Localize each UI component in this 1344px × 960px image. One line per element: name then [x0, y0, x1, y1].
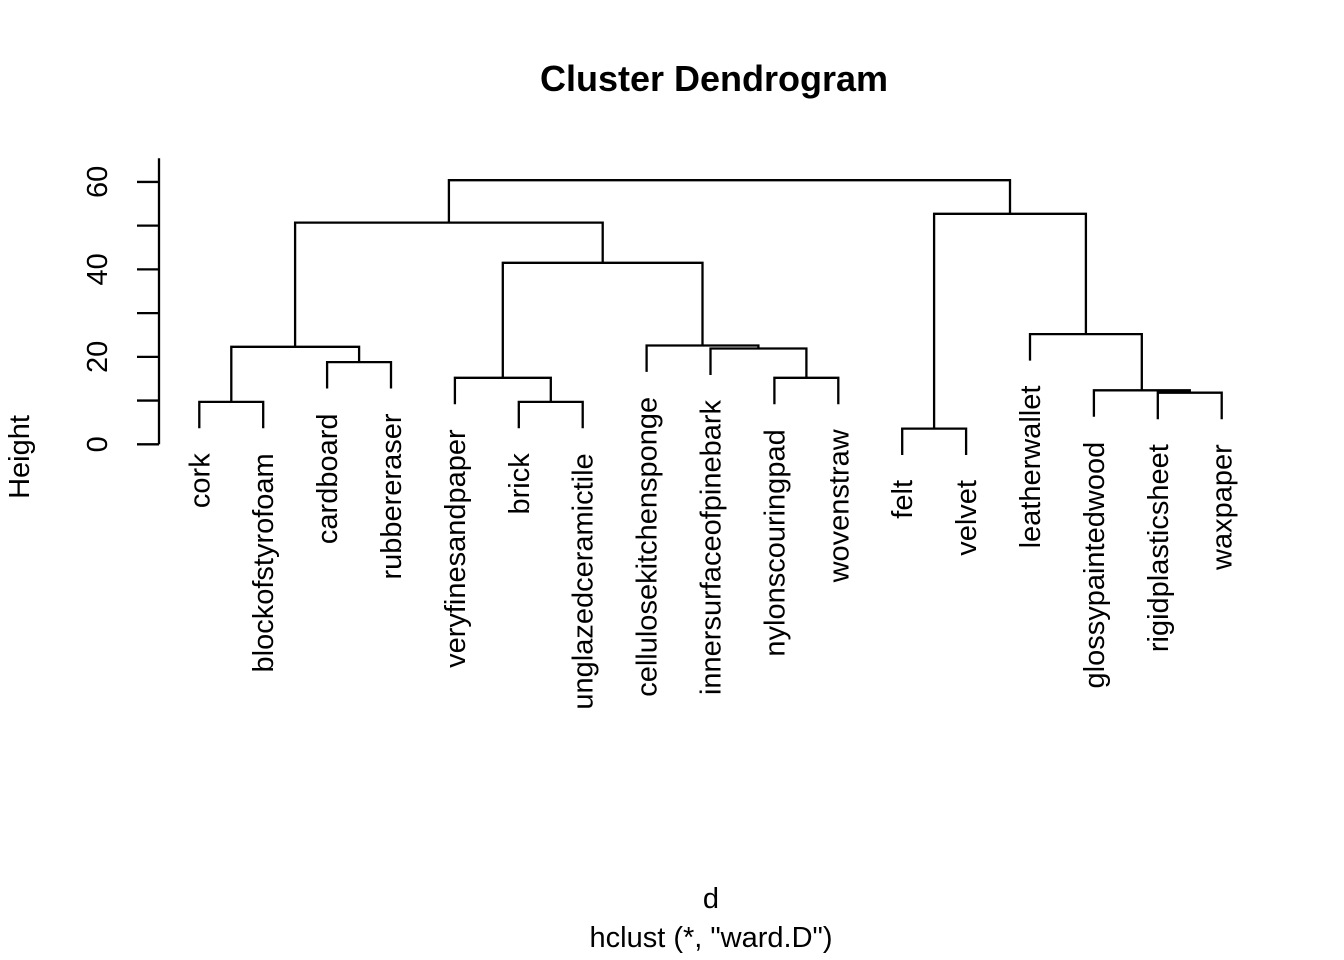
cluster-link — [447, 179, 1012, 223]
cluster-link — [293, 221, 604, 347]
leaf-label: rigidplasticsheet — [1143, 444, 1175, 652]
leaf-labels: cork blockofstyrofoam cardboard rubbererase… — [184, 386, 1238, 710]
chart-title: Cluster Dendrogram — [540, 58, 888, 99]
leaf-label: brick — [504, 453, 536, 515]
cluster-link — [709, 347, 808, 378]
y-axis-tick-label: 20 — [82, 341, 114, 373]
cluster-link — [453, 376, 552, 405]
leaf-label: felt — [887, 480, 919, 519]
leaf-label: cardboard — [312, 414, 344, 545]
leaf-label: unglazedceramictile — [568, 453, 600, 709]
cluster-link — [230, 345, 361, 402]
cluster-link — [198, 400, 265, 429]
cluster-link — [517, 400, 584, 429]
cluster-link — [773, 376, 840, 405]
leaf-label: velvet — [951, 480, 983, 556]
leaf-label: rubbereraser — [376, 413, 408, 579]
caption-line-2: hclust (*, "ward.D") — [590, 922, 833, 954]
leaf-label: blockofstyrofoam — [248, 453, 280, 672]
leaf-label: veryfinesandpaper — [440, 429, 472, 668]
y-axis-tick-label: 40 — [82, 253, 114, 285]
cluster-link — [932, 212, 1088, 429]
cluster-link — [1028, 332, 1143, 391]
y-axis: 0 20 40 60 — [82, 158, 161, 452]
cluster-link — [1092, 389, 1191, 417]
y-axis-label: Height — [4, 415, 36, 499]
y-axis-tick-label: 0 — [82, 436, 114, 452]
dendrogram-tree — [198, 179, 1223, 455]
leaf-label: cork — [184, 453, 216, 508]
leaf-label: leatherwallet — [1015, 386, 1047, 549]
leaf-label: cellulosekitchensponge — [632, 397, 664, 697]
y-axis-tick-label: 60 — [82, 166, 114, 198]
leaf-label: glossypaintedwood — [1079, 442, 1111, 689]
leaf-label: waxpaper — [1207, 444, 1239, 571]
cluster-link — [1156, 391, 1223, 420]
cluster-link — [325, 360, 393, 389]
cluster-link — [901, 427, 968, 455]
cluster-link — [501, 261, 704, 378]
caption-line-1: d — [703, 883, 719, 915]
leaf-label: innersurfaceofpinebark — [696, 400, 728, 696]
leaf-label: wovenstraw — [823, 428, 855, 583]
leaf-label: nylonscouringpad — [759, 429, 791, 656]
